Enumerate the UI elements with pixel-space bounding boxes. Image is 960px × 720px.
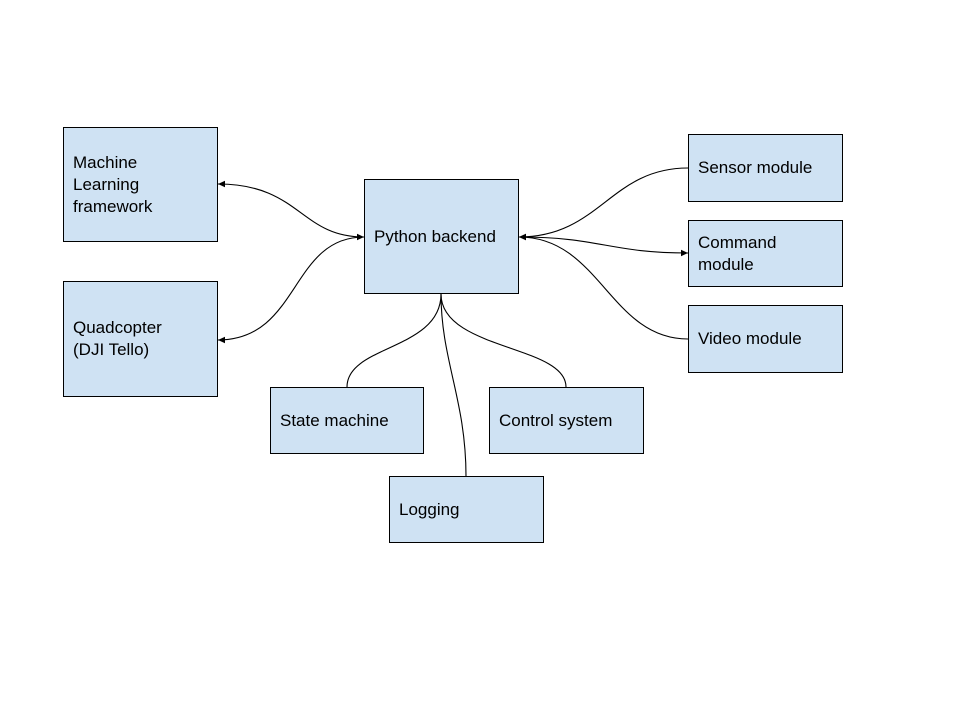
edge-python-control: [440, 293, 567, 388]
node-python-backend: Python backend: [364, 179, 519, 294]
edge-python-command: [518, 236, 689, 257]
node-control-system: Control system: [489, 387, 644, 454]
edge-python-state: [346, 293, 442, 388]
edge-python-ml: [217, 180, 365, 238]
node-command-module: Command module: [688, 220, 843, 287]
edge-video-python: [518, 233, 689, 340]
edge-sensor-python: [518, 167, 689, 241]
node-sensor-module: Sensor module: [688, 134, 843, 202]
node-machine-learning-framework: Machine Learning framework: [63, 127, 218, 242]
node-logging: Logging: [389, 476, 544, 543]
node-video-module: Video module: [688, 305, 843, 373]
edge-python-logging: [440, 293, 467, 477]
edge-quad-python: [217, 233, 365, 344]
node-quadcopter: Quadcopter (DJI Tello): [63, 281, 218, 397]
node-state-machine: State machine: [270, 387, 424, 454]
